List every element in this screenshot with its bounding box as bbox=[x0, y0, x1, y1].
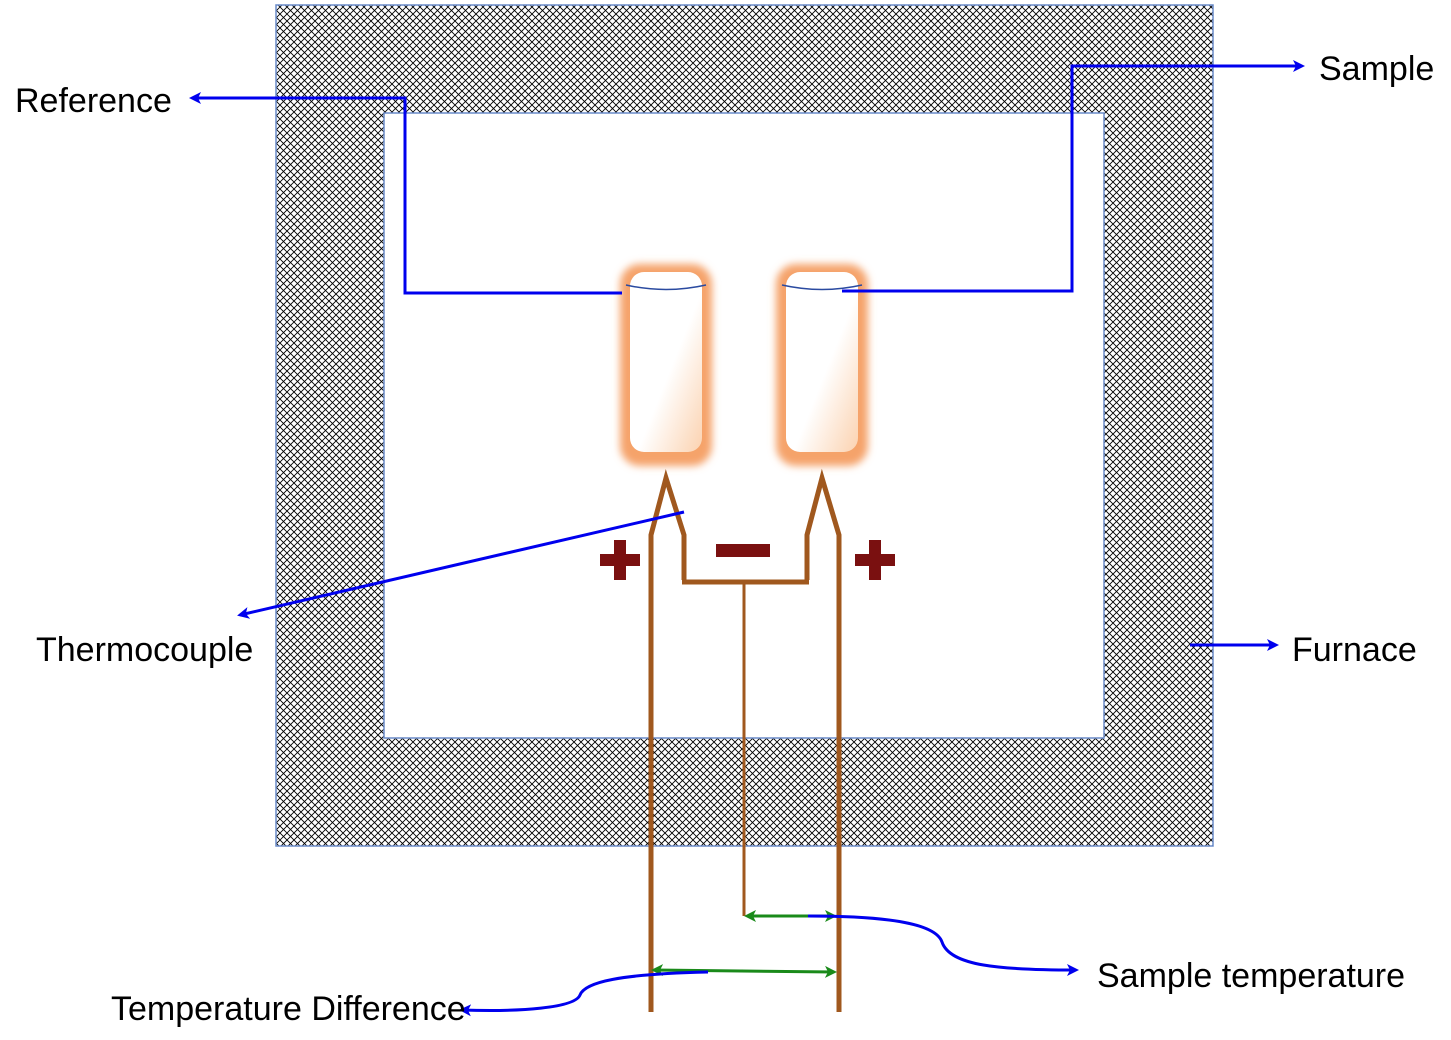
minus-sign bbox=[716, 544, 770, 557]
sample-leader bbox=[842, 60, 1305, 293]
plus-sign-right bbox=[855, 540, 895, 580]
temperature-difference-label: Temperature Difference bbox=[111, 990, 466, 1028]
polarity-signs bbox=[600, 540, 895, 580]
leader-lines bbox=[189, 60, 1305, 1017]
plus-sign-left bbox=[600, 540, 640, 580]
reference-leader bbox=[189, 92, 622, 295]
sample-crucible bbox=[776, 264, 868, 466]
thermocouple-leader bbox=[237, 510, 685, 619]
temperature-difference-leader bbox=[459, 970, 709, 1017]
sample-temperature-label: Sample temperature bbox=[1097, 957, 1405, 995]
thermocouple-wires bbox=[648, 468, 842, 1012]
sample-thermocouple-wire bbox=[804, 468, 842, 1012]
thermocouple-label: Thermocouple bbox=[36, 631, 253, 669]
furnace-wall bbox=[276, 5, 1213, 846]
reference-thermocouple-wire bbox=[648, 469, 687, 1012]
furnace-label: Furnace bbox=[1292, 631, 1417, 669]
temperature-difference-span-arrow bbox=[651, 964, 837, 978]
reference-label: Reference bbox=[15, 82, 172, 120]
sample-label: Sample bbox=[1319, 50, 1434, 88]
sample-temperature-leader bbox=[807, 914, 1079, 976]
reference-crucible bbox=[620, 264, 712, 466]
